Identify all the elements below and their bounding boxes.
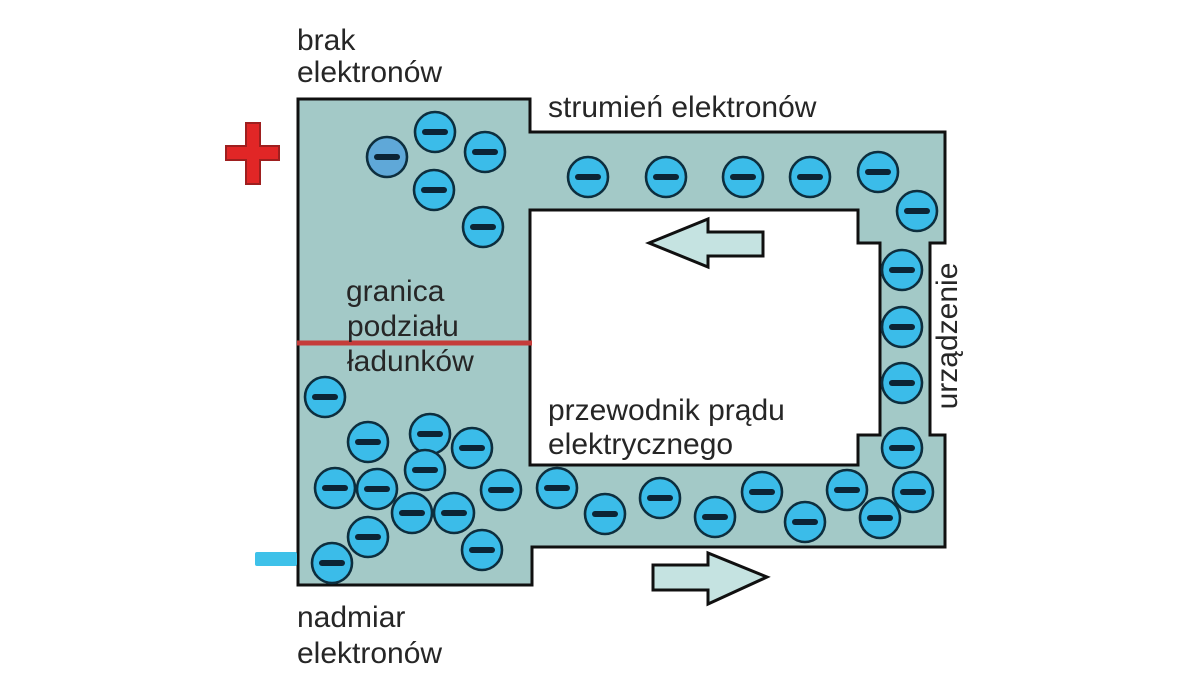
label-lack-line2: elektronów <box>297 56 442 89</box>
arrow-left-icon <box>645 216 765 270</box>
electrons-group <box>303 110 939 585</box>
minus-sign-icon <box>255 552 297 566</box>
label-boundary-line2: podziału <box>347 310 459 343</box>
label-boundary-line3: ładunków <box>347 345 474 378</box>
label-electron-stream: strumień elektronów <box>548 91 817 124</box>
label-lack-line1: brak <box>297 24 356 57</box>
label-device: urządzenie <box>931 263 964 410</box>
arrow-right-icon <box>651 550 771 607</box>
label-excess-line1: nadmiar <box>297 601 405 634</box>
label-conductor-line1: przewodnik prądu <box>548 394 785 427</box>
label-conductor-line2: elektrycznego <box>548 428 733 461</box>
label-excess-line2: elektronów <box>297 637 442 670</box>
label-boundary-line1: granica <box>346 275 445 308</box>
plus-sign-icon <box>225 122 280 185</box>
